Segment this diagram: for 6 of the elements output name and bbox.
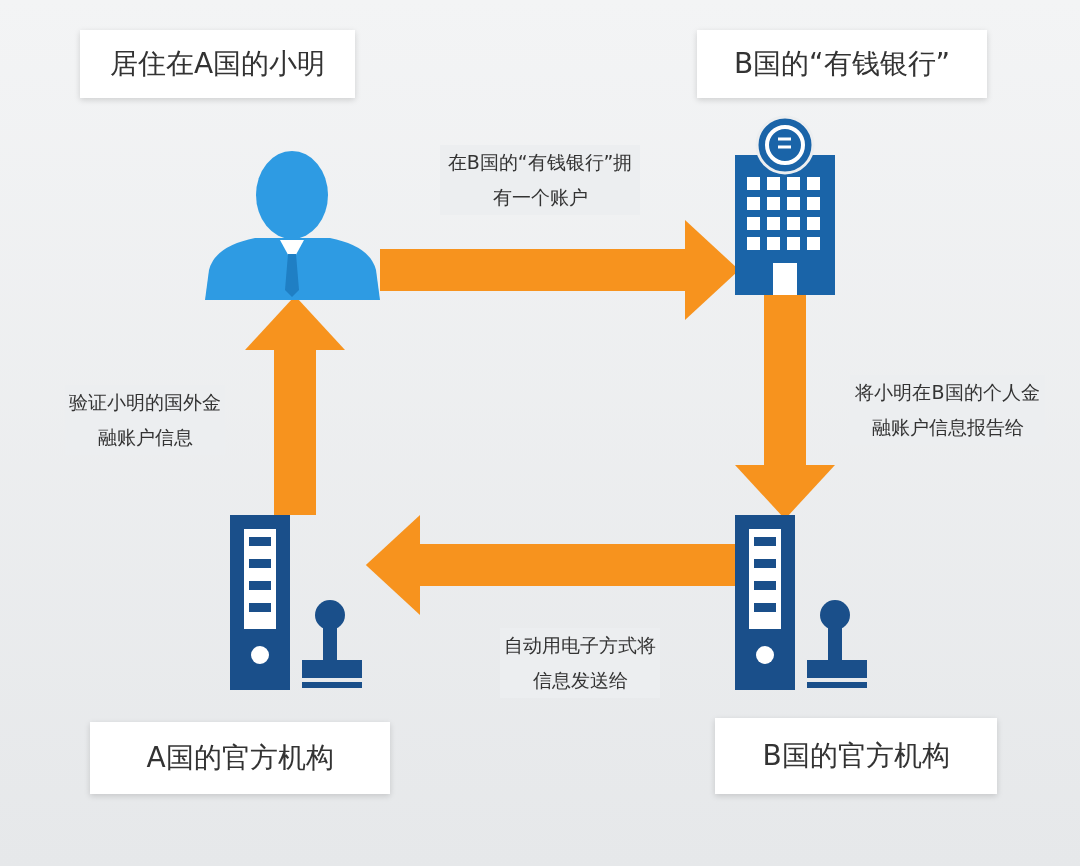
label-box: A国的官方机构: [90, 722, 390, 794]
label-box: B国的“有钱银行”: [697, 30, 987, 98]
edge-label: 在B国的“有钱银行”拥有一个账户: [440, 145, 640, 215]
arrow: [365, 515, 735, 615]
label-box: 居住在A国的小明: [80, 30, 355, 98]
label-box: B国的官方机构: [715, 718, 997, 794]
